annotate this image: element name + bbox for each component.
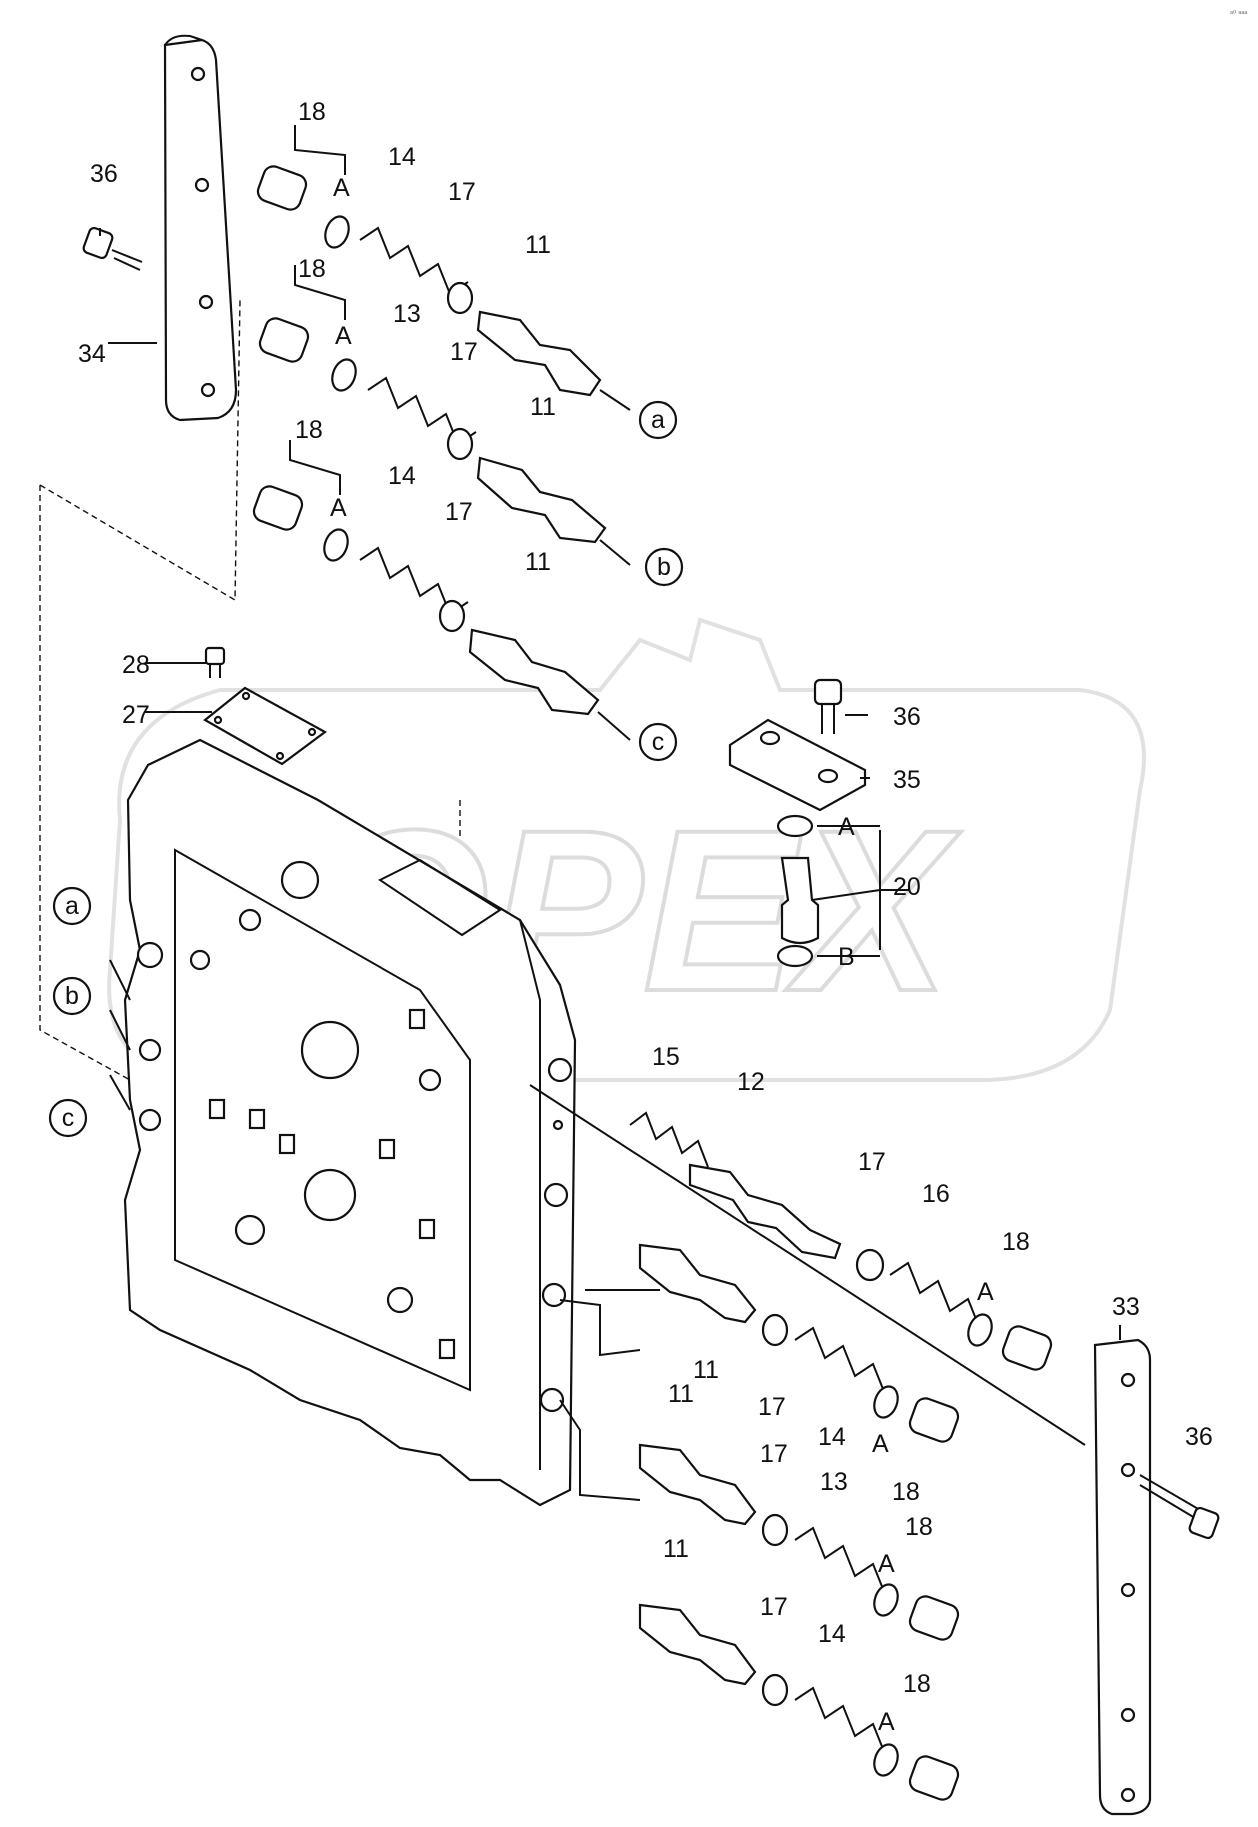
label-15: 15 <box>652 1043 680 1071</box>
spool-stack-upper-1 <box>256 165 602 397</box>
label-17-right: 17 <box>858 1148 886 1176</box>
spool-stack-right-16 <box>855 1248 1053 1371</box>
label-A-row3: A <box>330 494 347 522</box>
label-17-row1: 17 <box>448 178 476 206</box>
label-17-lower2: 17 <box>760 1440 788 1468</box>
leader-lines <box>99 125 1121 1340</box>
label-36-upper: 36 <box>90 160 118 188</box>
label-36-middle: 36 <box>893 703 921 731</box>
bolt-28 <box>204 646 226 678</box>
label-11-row3: 11 <box>525 548 551 576</box>
label-16: 16 <box>922 1180 950 1208</box>
label-A-lower2: A <box>878 1550 895 1578</box>
label-20: 20 <box>893 873 921 901</box>
label-A-lower1: A <box>872 1430 889 1458</box>
ref-a-lower: a <box>65 892 79 920</box>
ref-c-upper: c <box>652 728 665 756</box>
spool-stack-upper-3 <box>252 485 600 716</box>
label-18-lower1: 18 <box>892 1478 920 1506</box>
label-14-row3: 14 <box>388 462 416 490</box>
label-17-lower3: 17 <box>760 1593 788 1621</box>
label-18-row1: 18 <box>298 98 326 126</box>
cover-plate-33 <box>1093 1338 1152 1816</box>
label-17-lower1: 17 <box>758 1393 786 1421</box>
label-18-right: 18 <box>1002 1228 1030 1256</box>
bolt-36-lower <box>1139 1474 1220 1540</box>
label-17-row3: 17 <box>445 498 473 526</box>
ref-b-lower: b <box>65 982 79 1010</box>
label-18-row2: 18 <box>298 255 326 283</box>
label-11-lower1: 11 <box>693 1356 719 1384</box>
label-11-lower3: 11 <box>663 1535 689 1563</box>
corner-mark: ᵃ⁰ ᵃᵃᵃ <box>1230 9 1248 18</box>
label-36-lower: 36 <box>1185 1423 1213 1451</box>
label-28: 28 <box>122 651 150 679</box>
label-13-row2: 13 <box>393 300 421 328</box>
spool-stack-lower-1 <box>638 1243 960 1443</box>
label-A-20: A <box>838 813 855 841</box>
label-12: 12 <box>737 1068 765 1096</box>
ref-b-upper: b <box>657 553 671 581</box>
assembly-lines <box>39 299 1086 1501</box>
label-18-row3: 18 <box>295 416 323 444</box>
cover-27 <box>203 686 328 766</box>
label-18-lower3: 18 <box>903 1670 931 1698</box>
cover-plate-34 <box>163 34 238 422</box>
valve-20 <box>776 814 881 968</box>
label-35: 35 <box>893 766 921 794</box>
ref-a-upper: a <box>651 406 665 434</box>
label-A-right: A <box>977 1278 994 1306</box>
label-A-lower3: A <box>878 1708 895 1736</box>
label-33: 33 <box>1112 1293 1140 1321</box>
spool-stack-upper-2 <box>258 317 607 544</box>
label-A-row2: A <box>335 322 352 350</box>
label-34: 34 <box>78 340 106 368</box>
bolt-36-upper <box>82 226 143 271</box>
callout-labels: 36 34 18 14 17 11 A 18 13 17 11 A 18 14 … <box>78 98 1213 1736</box>
bolt-36-middle <box>813 678 843 734</box>
label-13-lower2: 13 <box>820 1468 848 1496</box>
label-17-row2: 17 <box>450 338 478 366</box>
label-14-lower1: 14 <box>818 1423 846 1451</box>
spool-stack-mid-12 <box>629 1111 842 1260</box>
label-B-20: B <box>838 943 855 971</box>
label-14-row1: 14 <box>388 143 416 171</box>
cover-35 <box>728 718 867 812</box>
label-11-row2: 11 <box>530 393 556 421</box>
label-11-lower2: 11 <box>668 1380 694 1408</box>
label-27: 27 <box>122 701 150 729</box>
label-18-lower2: 18 <box>905 1513 933 1541</box>
label-11-row1: 11 <box>525 231 551 259</box>
reference-circles: a b c a b c <box>48 400 684 1138</box>
valve-body <box>123 738 577 1507</box>
spool-stack-lower-3 <box>638 1603 960 1801</box>
label-14-lower3: 14 <box>818 1620 846 1648</box>
spool-stack-lower-2 <box>638 1443 960 1641</box>
ref-c-lower: c <box>62 1104 75 1132</box>
label-A-row1: A <box>333 174 350 202</box>
